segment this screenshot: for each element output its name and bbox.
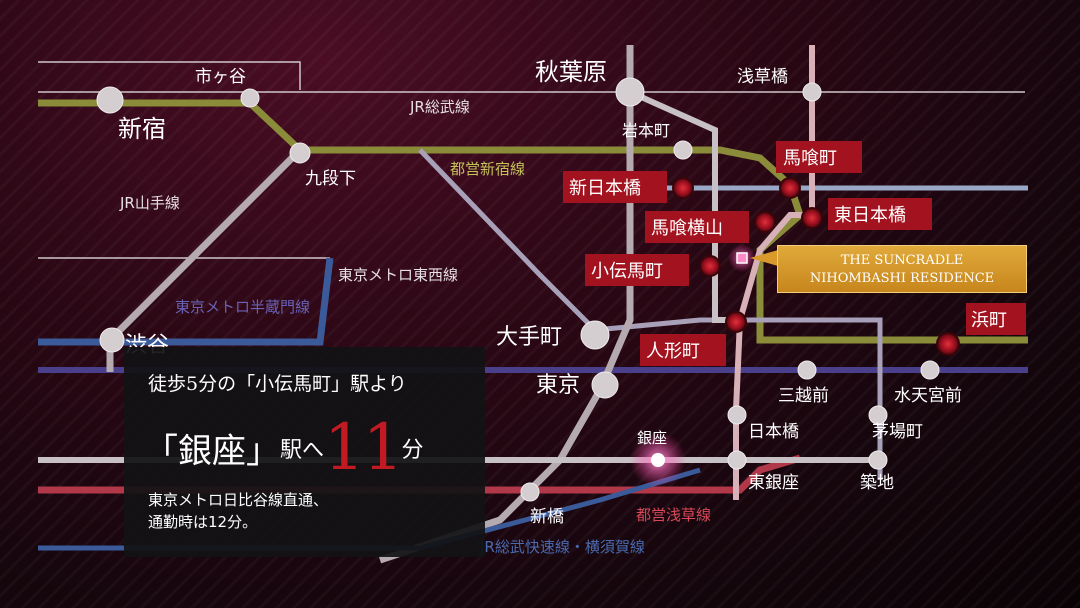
label-otemachi: 大手町 — [496, 325, 562, 350]
label-hanzomon: 東京メトロ半蔵門線 — [175, 298, 310, 316]
station-hamacho[interactable] — [936, 332, 960, 356]
eki-label: 駅へ — [280, 438, 325, 463]
label-kodemmacho: 小伝馬町 — [591, 261, 663, 282]
property-name-line2: NIHOMBASHI RESIDENCE — [809, 271, 995, 286]
station-shibuya[interactable] — [99, 327, 125, 353]
station-kudanshita[interactable] — [289, 142, 311, 164]
box-kodemmacho — [585, 254, 689, 286]
label-nihombashi: 日本橋 — [748, 422, 799, 442]
hanzomon-line-light — [418, 148, 883, 480]
label-shin-nihombashi: 新日本橋 — [569, 178, 641, 199]
station-ichigaya[interactable] — [240, 88, 260, 108]
station-otemachi[interactable] — [580, 320, 610, 350]
label-tokyo: 東京 — [536, 373, 580, 398]
destination-name: 銀座 — [178, 431, 246, 472]
station-higashi-nihombashi[interactable] — [801, 207, 823, 229]
label-kudanshita: 九段下 — [305, 169, 356, 189]
minutes-value: 11 — [324, 411, 403, 485]
station-shimbashi[interactable] — [520, 482, 540, 502]
label-tozai: 東京メトロ東西線 — [338, 266, 458, 284]
highlight-labels: 馬喰町 新日本橋 東日本橋 馬喰横山 小伝馬町 人形町 浜町 — [563, 141, 1026, 366]
station-shin-nihombashi[interactable] — [672, 177, 694, 199]
station-kayabacho[interactable] — [868, 405, 888, 425]
station-mitsukoshimae[interactable] — [797, 360, 817, 380]
label-tsukiji: 築地 — [860, 473, 894, 493]
label-mitsukoshimae: 三越前 — [778, 386, 829, 406]
label-jr-yamanote: JR山手線 — [119, 194, 180, 212]
station-markers — [96, 77, 940, 502]
station-akihabara[interactable] — [615, 77, 645, 107]
access-note-line2: 通勤時は12分。 — [148, 513, 258, 531]
label-shinjuku: 新宿 — [118, 115, 166, 143]
property-callout: THE SUNCRADLE NIHOMBASHI RESIDENCE — [777, 245, 1027, 293]
tozai-line — [38, 257, 334, 346]
access-note: 東京メトロ日比谷線直通、 通勤時は12分。 — [148, 489, 328, 533]
label-shimbashi: 新橋 — [530, 507, 564, 527]
label-suitengumae: 水天宮前 — [894, 386, 962, 406]
station-suitengumae[interactable] — [920, 360, 940, 380]
label-ningyocho: 人形町 — [646, 341, 700, 362]
access-note-line1: 東京メトロ日比谷線直通、 — [148, 491, 329, 509]
bracket-open: 「 — [144, 431, 178, 472]
box-ningyocho — [640, 334, 726, 366]
property-pointer — [750, 250, 778, 266]
station-nihombashi[interactable] — [727, 405, 747, 425]
station-shinjuku[interactable] — [96, 86, 124, 114]
station-tsukiji[interactable] — [868, 450, 888, 470]
label-jr-sobu: JR総武線 — [409, 98, 470, 116]
label-ichigaya: 市ヶ谷 — [195, 67, 246, 87]
access-time-row: 「銀座」駅へ11分 — [144, 411, 423, 485]
label-asakusa: 都営浅草線 — [636, 506, 711, 524]
minutes-unit: 分 — [401, 438, 424, 463]
label-bakurocho: 馬喰町 — [783, 148, 837, 169]
property-name-line1: THE SUNCRADLE — [840, 253, 964, 268]
station-bakuro-yokoyama[interactable] — [754, 211, 776, 233]
label-asakusabashi: 浅草橋 — [737, 67, 788, 87]
box-bakurocho — [776, 141, 862, 173]
label-higashi-nihombashi: 東日本橋 — [834, 205, 906, 226]
bracket-close: 」 — [246, 431, 280, 472]
label-sobu-rapid: JR総武快速線・横須賀線 — [479, 538, 645, 556]
label-bakuro-yokoyama: 馬喰横山 — [651, 218, 723, 239]
label-kayabacho: 茅場町 — [872, 422, 923, 442]
property-marker[interactable] — [736, 252, 748, 264]
label-toei-shinjuku: 都営新宿線 — [450, 160, 525, 178]
label-ginza: 銀座 — [637, 429, 667, 447]
access-headline: 徒歩5分の「小伝馬町」駅より — [148, 373, 407, 395]
station-ginza[interactable] — [651, 453, 665, 467]
label-higashi-ginza: 東銀座 — [748, 473, 799, 493]
jr-sobu-line — [38, 61, 1025, 93]
station-asakusabashi[interactable] — [802, 82, 822, 102]
label-hamacho: 浜町 — [971, 310, 1007, 331]
toei-shinjuku-line — [38, 99, 1028, 344]
box-bakuro-yokoyama — [645, 211, 749, 243]
station-bakurocho[interactable] — [779, 177, 801, 199]
box-shin-nihombashi — [563, 171, 667, 203]
box-higashi-nihombashi — [828, 198, 932, 230]
label-akihabara: 秋葉原 — [535, 58, 607, 86]
toei-asakusa-line-north — [733, 45, 815, 500]
label-iwamotocho: 岩本町 — [622, 121, 670, 140]
box-hamacho — [966, 303, 1026, 335]
station-higashi-ginza[interactable] — [727, 450, 747, 470]
station-ningyocho[interactable] — [725, 311, 747, 333]
station-tokyo[interactable] — [591, 371, 619, 399]
access-info-panel: 徒歩5分の「小伝馬町」駅より 「銀座」駅へ11分 東京メトロ日比谷線直通、 通勤… — [124, 347, 485, 557]
station-iwamotocho[interactable] — [673, 140, 693, 160]
station-kodemmacho[interactable] — [699, 255, 721, 277]
highlighted-station-markers — [672, 177, 960, 356]
